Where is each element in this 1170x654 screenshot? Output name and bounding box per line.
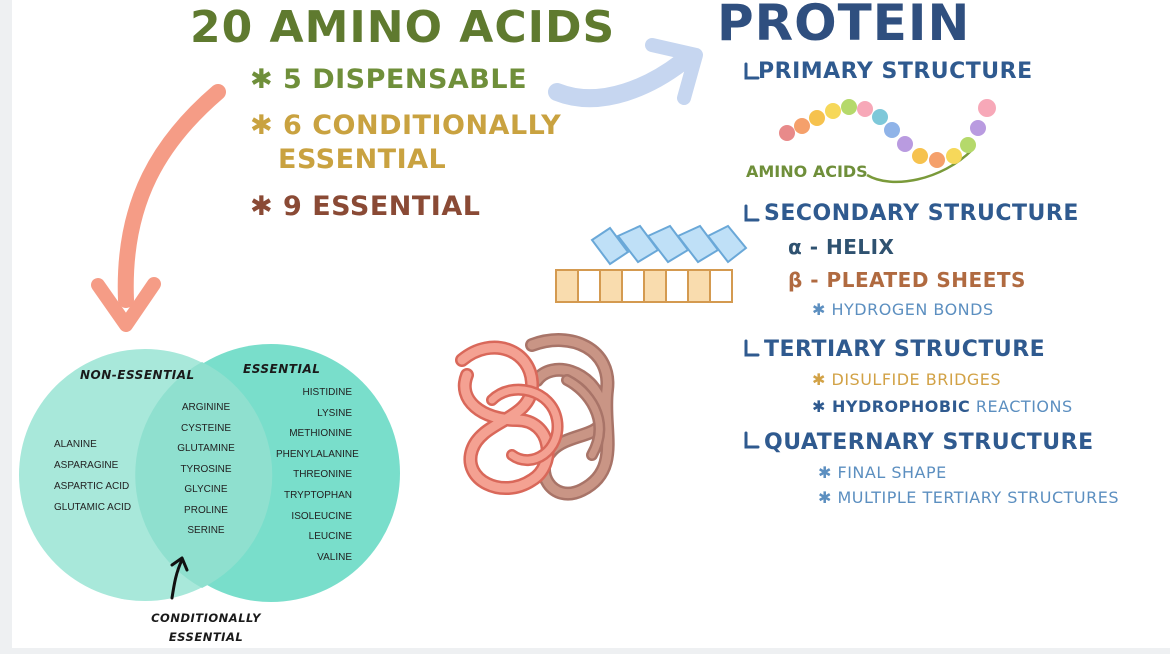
amino-acid-chain: [779, 99, 996, 184]
list-item: ALANINE: [54, 439, 97, 450]
tertiary-structure-heading: TERTIARY STRUCTURE: [764, 337, 1046, 362]
list-item: VALINE: [317, 551, 352, 563]
essential-list: HISTIDINE LYSINE METHIONINE PHENYLALANIN…: [276, 383, 359, 568]
venn-overlap: [135, 362, 273, 588]
conditionally-bullet-continued: ESSENTIAL: [278, 144, 447, 175]
structure-tree-markers: [744, 62, 760, 449]
list-item: ARGININE: [181, 402, 231, 413]
non-essential-list: ALANINE ASPARAGINE ASPARTIC ACID GLUTAMI…: [54, 434, 131, 518]
venn-essential-label: ESSENTIAL: [243, 362, 321, 376]
hydrophobic-reactions-note: ✱ HYDROPHOBIC REACTIONS: [812, 397, 1073, 416]
dispensable-bullet: ✱ 5 DISPENSABLE: [250, 64, 528, 95]
list-item: LEUCINE: [308, 531, 352, 543]
hydrogen-bonds-note: ✱ HYDROGEN BONDS: [812, 300, 994, 319]
list-item: ASPARTIC ACID: [54, 481, 130, 492]
essential-bullet: ✱ 9 ESSENTIAL: [250, 191, 481, 222]
list-item: GLUTAMINE: [177, 443, 235, 454]
list-item: GLYCINE: [184, 484, 228, 495]
quaternary-protein-illustration: [455, 333, 615, 501]
secondary-structure-heading: SECONDARY STRUCTURE: [764, 201, 1079, 226]
overlap-label-line-2: ESSENTIAL: [168, 630, 244, 644]
quaternary-structure-heading: QUATERNARY STRUCTURE: [764, 430, 1094, 455]
diagram-canvas: 20 AMINO ACIDS PROTEIN ✱ 5 DISPENSABLE ✱…: [12, 0, 1170, 648]
venn-non-essential-label: NON-ESSENTIAL: [80, 368, 195, 382]
salmon-arrow: [91, 84, 226, 332]
list-item: LYSINE: [317, 407, 352, 419]
list-item: THREONINE: [293, 469, 352, 481]
hydrophobic-label: ✱ HYDROPHOBIC: [812, 397, 971, 416]
list-item: CYSTEINE: [180, 422, 231, 434]
multiple-tertiary-note: ✱ MULTIPLE TERTIARY STRUCTURES: [818, 488, 1119, 507]
venn-diagram: [19, 344, 400, 602]
reactions-label: REACTIONS: [975, 397, 1073, 416]
protein-title: PROTEIN: [717, 0, 971, 52]
list-item: TYROSINE: [180, 463, 232, 475]
overlap-label-line-1: CONDITIONALLY: [151, 611, 261, 625]
list-item: HISTIDINE: [302, 387, 352, 398]
list-item: PHENYLALANINE: [276, 448, 359, 460]
list-item: TRYPTOPHAN: [284, 489, 352, 501]
conditional-list: ARGININE CYSTEINE GLUTAMINE TYROSINE GLY…: [176, 398, 236, 542]
amino-acids-chain-label: AMINO ACIDS: [746, 162, 868, 181]
list-item: METHIONINE: [289, 428, 352, 440]
final-shape-note: ✱ FINAL SHAPE: [818, 463, 947, 482]
list-item: SERINE: [187, 525, 225, 536]
overlap-pointer-arrow: [170, 556, 189, 600]
disulfide-bridges-note: ✱ DISULFIDE BRIDGES: [812, 370, 1002, 389]
list-item: GLUTAMIC ACID: [54, 502, 132, 513]
primary-structure-heading: PRIMARY STRUCTURE: [758, 59, 1033, 84]
beta-sheets-label: β - PLEATED SHEETS: [788, 268, 1026, 292]
beta-sheet-illustration: [555, 269, 733, 303]
list-item: ISOLEUCINE: [291, 510, 352, 522]
alpha-helix-label: α - HELIX: [788, 235, 895, 259]
list-item: ASPARAGINE: [54, 460, 119, 471]
diagram-graphics: [19, 38, 996, 602]
conditionally-bullet: ✱ 6 CONDITIONALLY: [250, 110, 562, 141]
conditionally-essential-label: CONDITIONALLY ESSENTIAL: [138, 609, 274, 647]
alpha-helix-illustration: [590, 224, 748, 266]
blue-arrow: [548, 38, 703, 108]
list-item: PROLINE: [184, 504, 228, 516]
amino-acids-title: 20 AMINO ACIDS: [190, 2, 616, 53]
